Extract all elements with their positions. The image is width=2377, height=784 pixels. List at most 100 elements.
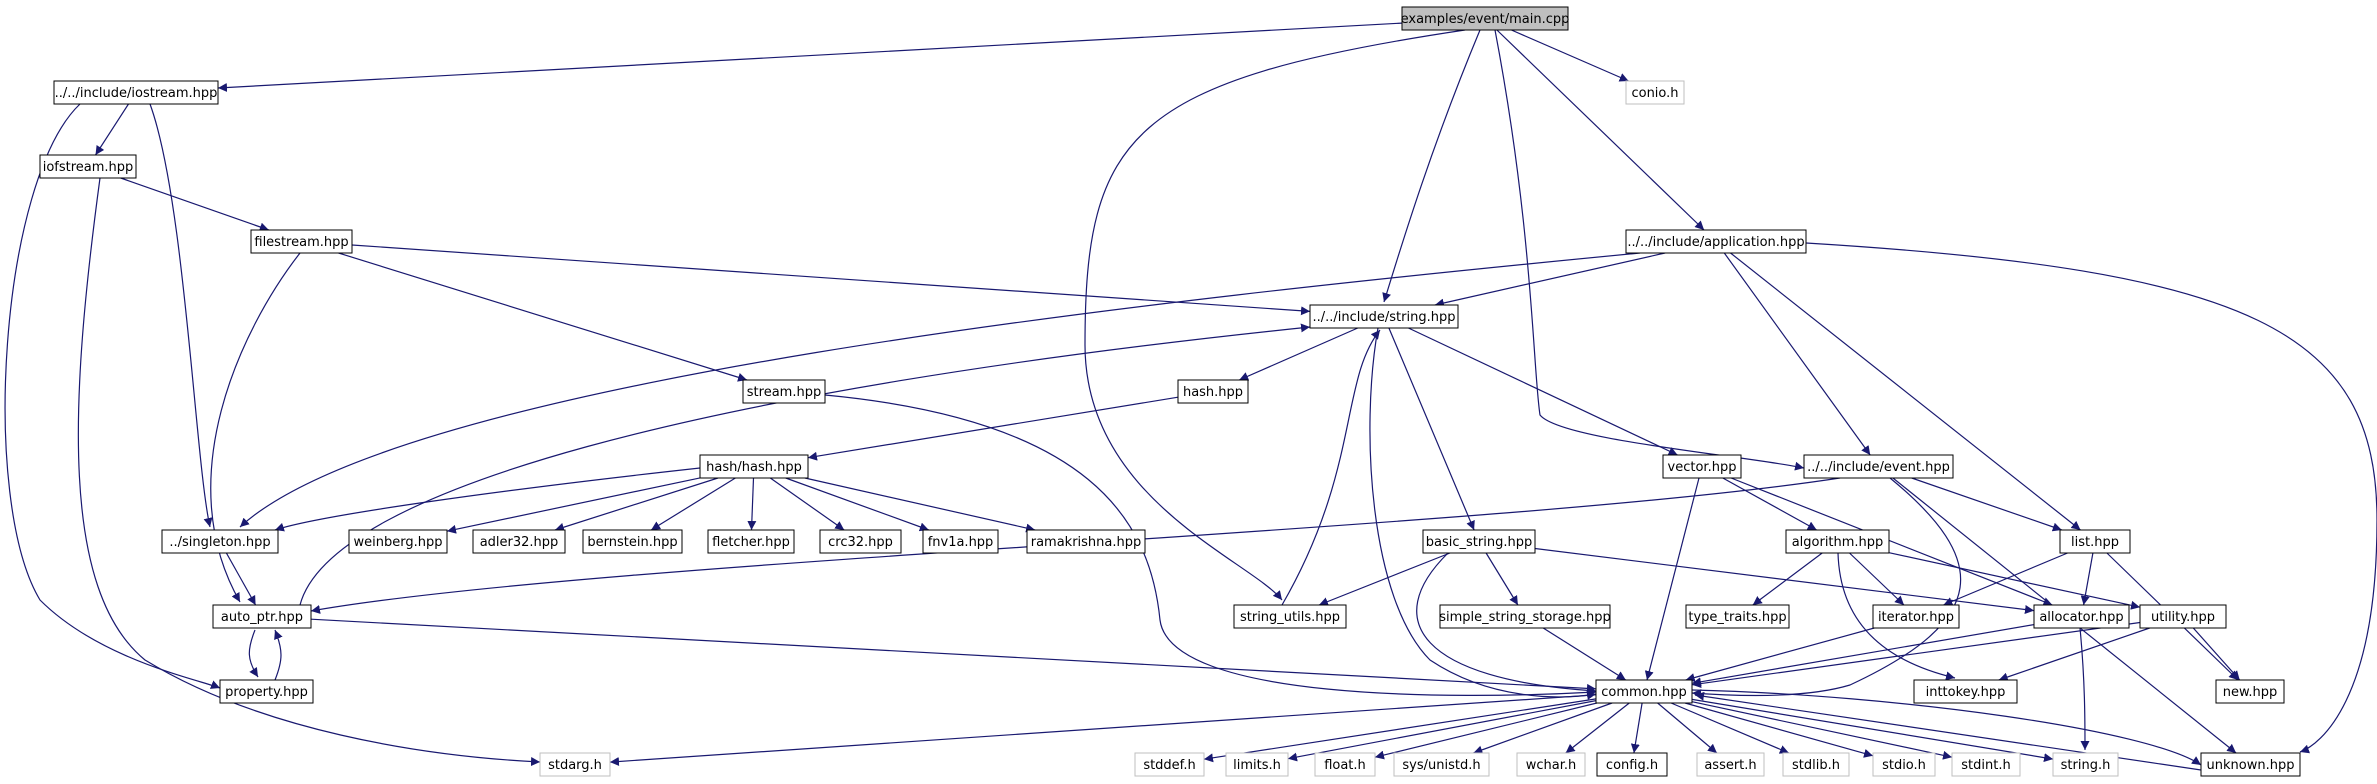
node-type_traits[interactable]: type_traits.hpp <box>1685 604 1790 629</box>
node-filestream[interactable]: filestream.hpp <box>250 229 353 254</box>
node-common[interactable]: common.hpp <box>1595 679 1693 704</box>
edge-common-to-limits <box>1287 700 1597 762</box>
edge-property-to-auto_ptr <box>274 629 283 681</box>
node-box <box>2059 529 2131 554</box>
node-utility[interactable]: utility.hpp <box>2139 604 2227 629</box>
node-weinberg[interactable]: weinberg.hpp <box>348 529 448 554</box>
edge-common-to-stdarg <box>609 694 1597 766</box>
edge-common-to-stdio <box>1684 702 1874 758</box>
node-box <box>922 529 999 554</box>
node-label: inttokey.hpp <box>1926 685 2006 700</box>
node-iofstream[interactable]: iofstream.hpp <box>39 154 137 179</box>
node-adler32[interactable]: adler32.hpp <box>472 529 566 554</box>
node-string[interactable]: ../../include/string.hpp <box>1309 304 1459 329</box>
node-assert[interactable]: assert.h <box>1696 752 1765 777</box>
edge-iterator-to-common <box>1685 627 1875 682</box>
node-stddef[interactable]: stddef.h <box>1134 752 1205 777</box>
edge-auto_ptr-to-string <box>299 323 1311 606</box>
node-inttokey[interactable]: inttokey.hpp <box>1913 679 2018 704</box>
edge-algorithm-to-utility <box>1888 552 2141 610</box>
node-label: stdarg.h <box>548 758 602 773</box>
node-stream[interactable]: stream.hpp <box>742 379 826 404</box>
node-label: new.hpp <box>2223 685 2278 700</box>
node-algorithm[interactable]: algorithm.hpp <box>1785 529 1890 554</box>
node-new[interactable]: new.hpp <box>2215 679 2285 704</box>
node-config[interactable]: config.h <box>1596 752 1668 777</box>
node-label: stddef.h <box>1143 758 1195 773</box>
node-iterator[interactable]: iterator.hpp <box>1872 604 1960 629</box>
node-stringh[interactable]: string.h <box>2052 752 2119 777</box>
node-float[interactable]: float.h <box>1314 752 1376 777</box>
node-label: string_utils.hpp <box>1240 610 1340 625</box>
node-fnv1a[interactable]: fnv1a.hpp <box>922 529 999 554</box>
node-wchar[interactable]: wchar.h <box>1516 752 1586 777</box>
node-ramakrishna[interactable]: ramakrishna.hpp <box>1026 529 1146 554</box>
edge-algorithm-to-type_traits <box>1752 552 1823 606</box>
node-iostream[interactable]: ../../include/iostream.hpp <box>53 80 219 105</box>
node-label: common.hpp <box>1601 685 1687 700</box>
node-property[interactable]: property.hpp <box>219 679 314 704</box>
node-box <box>1785 529 1890 554</box>
edge-auto_ptr-to-common <box>310 618 1597 693</box>
node-fletcher[interactable]: fletcher.hpp <box>707 529 795 554</box>
node-label: sys/unistd.h <box>1402 758 1480 773</box>
node-box <box>2052 752 2119 777</box>
node-box <box>1439 604 1611 629</box>
edge-hashhash-to-crc32 <box>769 477 845 531</box>
node-limits[interactable]: limits.h <box>1225 752 1289 777</box>
edge-main-to-string <box>1382 29 1481 303</box>
node-conio[interactable]: conio.h <box>1625 80 1685 105</box>
node-label: config.h <box>1606 758 1658 773</box>
node-bernstein[interactable]: bernstein.hpp <box>582 529 683 554</box>
node-stdio[interactable]: stdio.h <box>1872 752 1936 777</box>
node-list[interactable]: list.hpp <box>2059 529 2131 554</box>
node-main[interactable]: examples/event/main.cpp <box>1401 6 1570 31</box>
edge-utility-to-new <box>2192 627 2241 681</box>
node-unistd[interactable]: sys/unistd.h <box>1393 752 1490 777</box>
node-application[interactable]: ../../include/application.hpp <box>1625 229 1807 254</box>
node-event[interactable]: ../../include/event.hpp <box>1803 454 1954 479</box>
node-crc32[interactable]: crc32.hpp <box>819 529 902 554</box>
node-box <box>1393 752 1490 777</box>
node-simple_string_storage[interactable]: simple_string_storage.hpp <box>1439 604 1611 629</box>
edge-application-to-unknown <box>1805 242 2377 754</box>
edge-vector-to-common <box>1644 477 1700 681</box>
edge-main-to-application <box>1496 29 1705 231</box>
node-label: utility.hpp <box>2151 610 2215 625</box>
edge-basic_string-to-allocator <box>1534 547 2035 614</box>
node-stdarg[interactable]: stdarg.h <box>539 752 611 777</box>
node-hashhash[interactable]: hash/hash.hpp <box>699 454 809 479</box>
edge-filestream-to-string <box>351 244 1311 316</box>
node-box <box>2139 604 2227 629</box>
node-stdlib[interactable]: stdlib.h <box>1782 752 1850 777</box>
node-box <box>699 454 809 479</box>
node-allocator[interactable]: allocator.hpp <box>2033 604 2130 629</box>
node-unknown[interactable]: unknown.hpp <box>2200 752 2301 777</box>
edge-event-to-list <box>1911 477 2062 532</box>
edge-iostream-to-property <box>4 103 221 689</box>
edge-auto_ptr-to-property <box>248 629 259 678</box>
edge-common-to-stddef <box>1203 698 1597 763</box>
node-hash[interactable]: hash.hpp <box>1177 379 1249 404</box>
node-label: vector.hpp <box>1668 460 1737 475</box>
node-box <box>1872 752 1936 777</box>
node-label: basic_string.hpp <box>1426 535 1532 550</box>
edge-application-to-event <box>1723 252 1871 456</box>
node-box <box>348 529 448 554</box>
node-box <box>1177 379 1249 404</box>
edge-common-to-config <box>1630 702 1643 754</box>
node-box <box>1026 529 1146 554</box>
node-stdint[interactable]: stdint.h <box>1951 752 2021 777</box>
node-string_utils[interactable]: string_utils.hpp <box>1233 604 1347 629</box>
node-layer: examples/event/main.cpp ../../include/ios… <box>39 6 2301 777</box>
edge-string-to-common <box>1369 327 1597 700</box>
node-box <box>582 529 683 554</box>
node-box <box>1595 679 1693 704</box>
node-box <box>1696 752 1765 777</box>
node-label: ../../include/string.hpp <box>1313 310 1456 325</box>
node-basic_string[interactable]: basic_string.hpp <box>1422 529 1536 554</box>
node-vector[interactable]: vector.hpp <box>1662 454 1742 479</box>
node-singleton[interactable]: ../singleton.hpp <box>161 529 279 554</box>
node-box <box>1134 752 1205 777</box>
node-auto_ptr[interactable]: auto_ptr.hpp <box>212 604 312 629</box>
